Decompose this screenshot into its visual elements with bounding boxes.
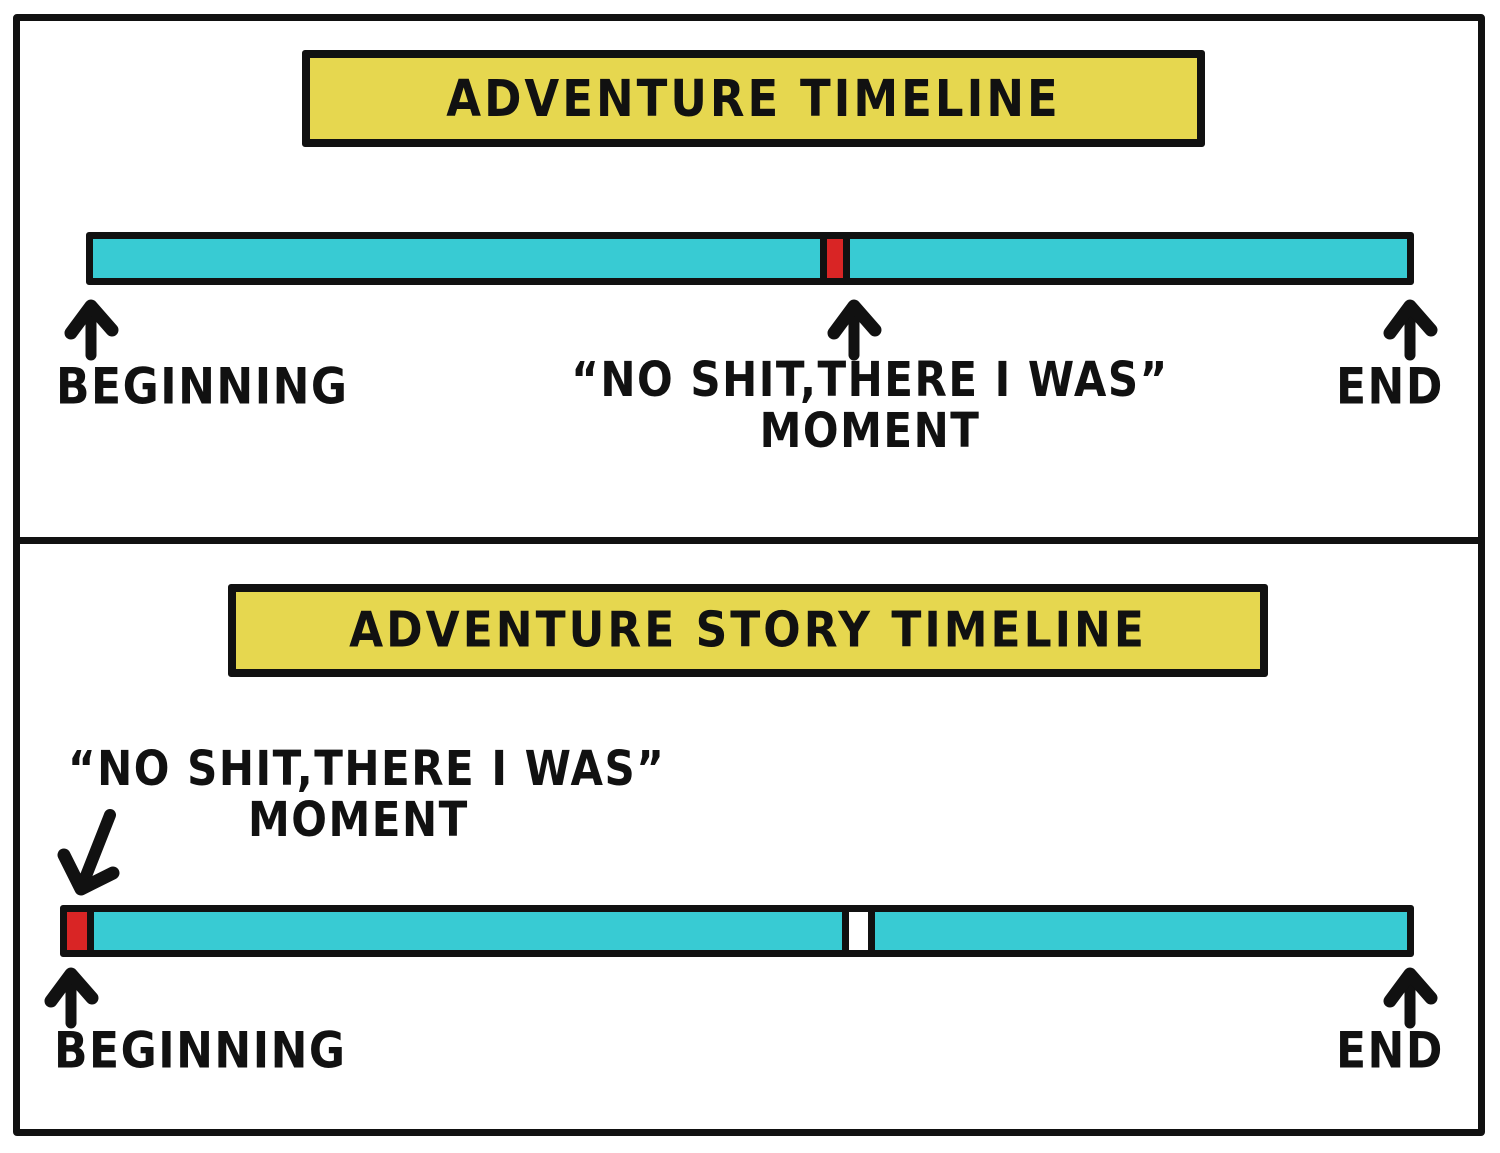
label-moment-line-2: MOMENT: [759, 402, 981, 459]
panel-1-timeline-bar: [86, 232, 1414, 285]
timeline-segment-after: [850, 239, 1407, 278]
panel-divider: [16, 537, 1482, 544]
arrow-down-moment-2: [57, 805, 128, 905]
panel-1-title-banner: ADVENTURE TIMELINE: [302, 50, 1205, 147]
label-moment-line-1: “NO SHIT,THERE I WAS”: [571, 351, 1169, 408]
panel-2-title-text: ADVENTURE STORY TIMELINE: [349, 601, 1147, 660]
label-moment-line-1: “NO SHIT,THERE I WAS”: [68, 740, 666, 797]
segment-divider: [841, 912, 849, 950]
label-beginning-panel-2: BEGINNING: [54, 1022, 347, 1081]
label-end-panel-1: END: [1336, 358, 1444, 417]
arrow-up-end-1: [1383, 297, 1439, 361]
segment-divider: [86, 912, 94, 950]
timeline-segment-before: [93, 239, 821, 278]
label-moment-panel-2: “NO SHIT,THERE I WAS” MOMENT: [68, 740, 666, 848]
segment-divider: [820, 239, 828, 278]
timeline-segment-second: [875, 912, 1407, 950]
arrow-up-moment-1: [827, 297, 883, 361]
panel-2-title-banner: ADVENTURE STORY TIMELINE: [228, 584, 1268, 677]
panel-1-title-text: ADVENTURE TIMELINE: [446, 68, 1061, 129]
moment-marker-block: [827, 239, 843, 278]
label-moment-panel-1: “NO SHIT,THERE I WAS” MOMENT: [545, 351, 1195, 459]
timeline-gap-block: [848, 912, 869, 950]
moment-marker-block: [67, 912, 87, 950]
label-moment-line-2: MOMENT: [248, 791, 469, 848]
arrow-up-beginning-1: [64, 297, 120, 361]
timeline-segment-first: [93, 912, 842, 950]
arrow-up-beginning-2: [44, 965, 100, 1029]
segment-divider: [868, 912, 876, 950]
panel-2-timeline-bar: [60, 905, 1414, 957]
label-beginning-panel-1: BEGINNING: [56, 358, 349, 417]
label-end-panel-2: END: [1336, 1022, 1444, 1081]
outer-frame: [13, 14, 1485, 1136]
segment-divider: [843, 239, 850, 278]
arrow-up-end-2: [1383, 965, 1439, 1029]
